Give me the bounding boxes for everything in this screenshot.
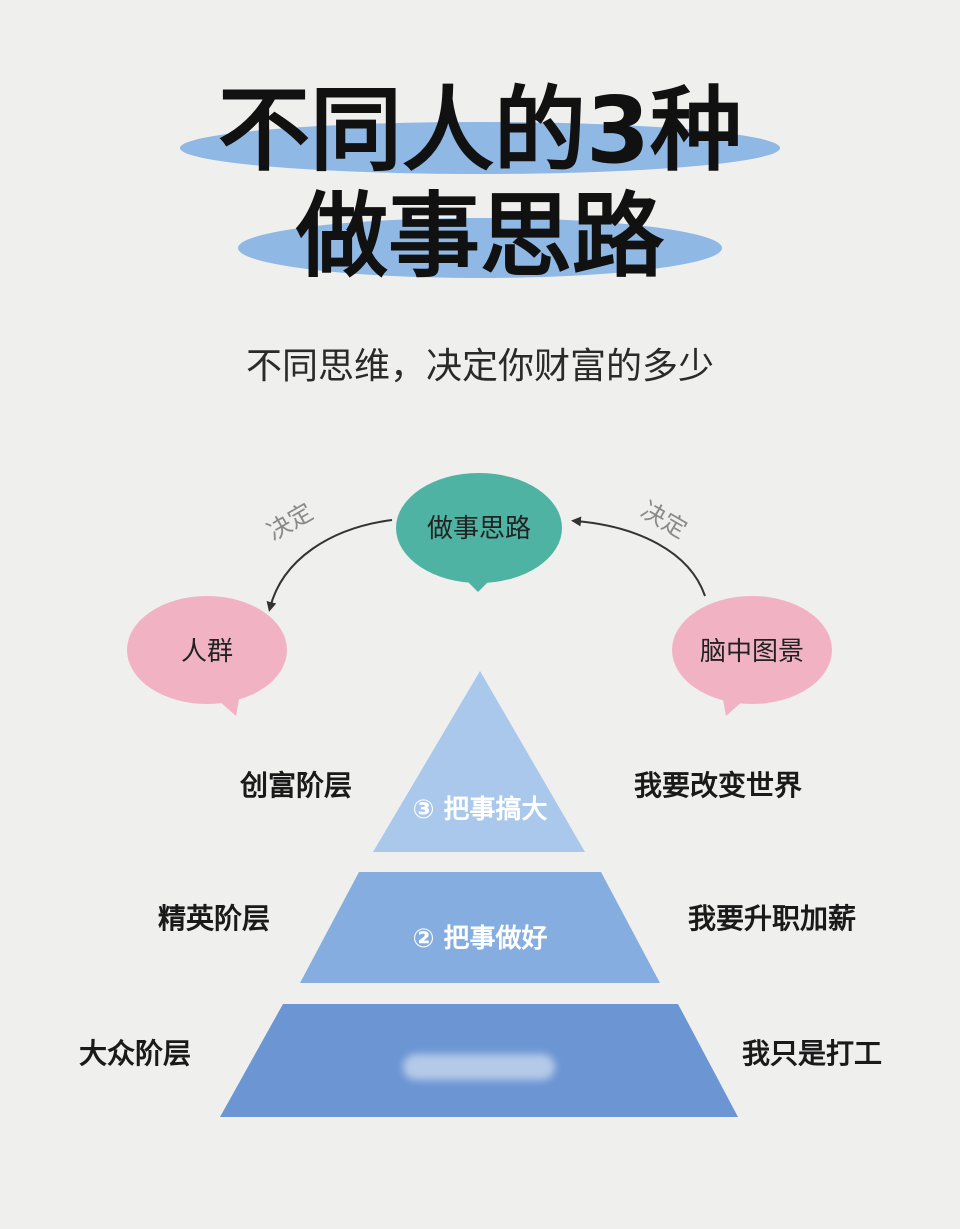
- pyramid: [220, 671, 738, 1117]
- group-label-top: 创富阶层: [239, 769, 352, 802]
- subtitle: 不同思维，决定你财富的多少: [246, 346, 714, 387]
- pyramid-tier-middle-label: ② 把事做好: [412, 924, 547, 954]
- title-highlight-1: [180, 122, 780, 174]
- pyramid-tier-middle: [300, 872, 660, 983]
- left-bubble: 人群: [127, 596, 287, 716]
- center-bubble: 做事思路: [396, 473, 562, 592]
- pyramid-tier-bottom-blur: [403, 1054, 555, 1080]
- mindset-label-bottom: 我只是打工: [742, 1037, 882, 1070]
- left-decide-label: 决定: [262, 498, 318, 546]
- group-label-middle: 精英阶层: [158, 902, 270, 935]
- pyramid-tier-top-label: ③ 把事搞大: [412, 794, 547, 825]
- right-bubble: 脑中图景: [672, 596, 832, 716]
- left-decide-arrow: [266, 519, 393, 612]
- title-highlight-2: [238, 218, 722, 278]
- title-line-2: 做事思路: [295, 183, 665, 290]
- mindset-label-top: 我要改变世界: [634, 769, 802, 802]
- left-bubble-label: 人群: [181, 637, 233, 667]
- group-label-bottom: 大众阶层: [79, 1037, 191, 1070]
- center-bubble-label: 做事思路: [427, 514, 531, 544]
- right-bubble-label: 脑中图景: [700, 637, 804, 667]
- right-decide-arrow: [571, 516, 706, 597]
- title-line-1: 不同人的3种: [218, 77, 742, 184]
- pyramid-tier-top: [373, 671, 585, 852]
- mindset-label-middle: 我要升职加薪: [688, 902, 856, 935]
